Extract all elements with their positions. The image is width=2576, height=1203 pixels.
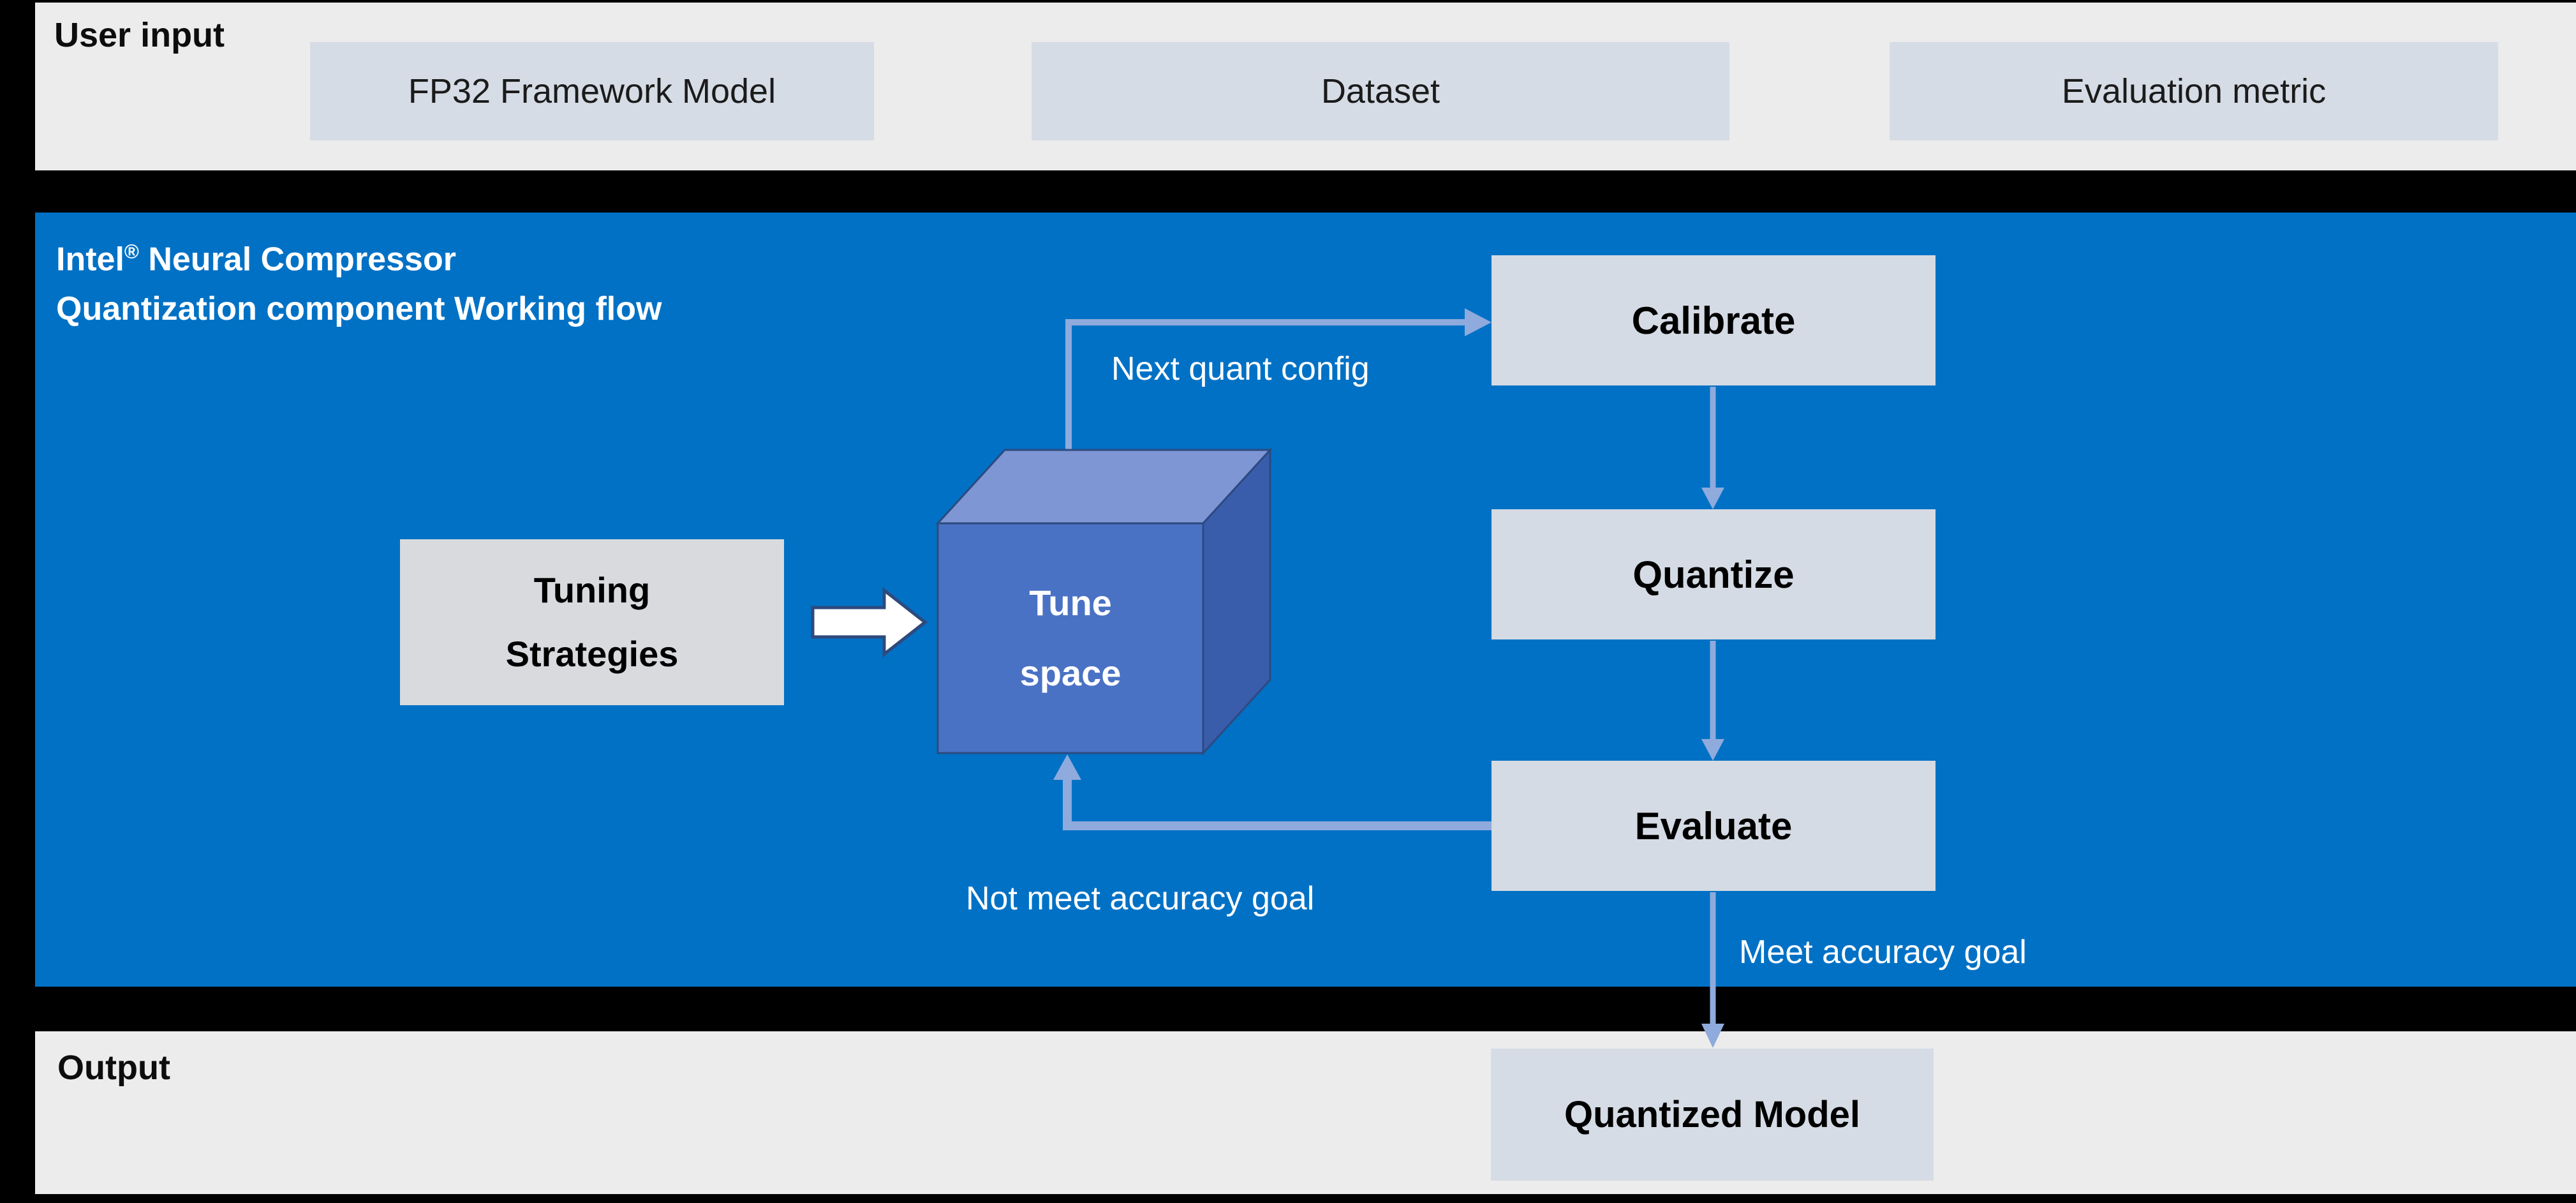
output-band-label: Output <box>57 1049 170 1087</box>
evaluation-metric-label: Evaluation metric <box>2061 72 2327 110</box>
tuning-strategies-label-line1: Tuning <box>533 570 651 610</box>
edge-label-meet-accuracy-goal: Meet accuracy goal <box>1739 934 2027 971</box>
evaluate-label: Evaluate <box>1634 804 1793 848</box>
edge-label-next-quant-config: Next quant config <box>1111 350 1370 387</box>
quantize-box: Quantize <box>1492 509 1936 639</box>
workflow-title: Intel® Neural Compressor Quantization co… <box>56 227 662 334</box>
dataset-label: Dataset <box>1321 72 1440 110</box>
tune-space-label-line1: Tune <box>1029 583 1112 623</box>
workflow-title-line2: Quantization component Working flow <box>56 290 662 328</box>
workflow-title-line1-rest: Neural Compressor <box>138 241 456 278</box>
fp32-framework-model-label: FP32 Framework Model <box>408 72 776 110</box>
workflow-title-brand: Intel <box>56 241 124 278</box>
quantize-label: Quantize <box>1632 553 1795 596</box>
output-band <box>35 1031 2576 1194</box>
user-input-band-label: User input <box>54 16 225 54</box>
tune-space-label-line2: space <box>1019 653 1121 693</box>
evaluation-metric-box: Evaluation metric <box>1890 42 2498 140</box>
tuning-strategies-box: Tuning Strategies <box>400 539 784 705</box>
edge-label-not-meet-accuracy-goal: Not meet accuracy goal <box>966 880 1315 917</box>
evaluate-box: Evaluate <box>1492 761 1936 891</box>
workflow-title-line1: Intel® Neural Compressor <box>56 227 662 284</box>
dataset-box: Dataset <box>1032 42 1729 140</box>
tune-space-label: Tune space <box>938 523 1203 753</box>
registered-trademark-icon: ® <box>124 241 139 263</box>
calibrate-box: Calibrate <box>1492 255 1936 385</box>
quantized-model-label: Quantized Model <box>1564 1094 1860 1135</box>
tuning-strategies-label-line2: Strategies <box>505 634 679 674</box>
quantized-model-box: Quantized Model <box>1491 1049 1934 1181</box>
fp32-framework-model-box: FP32 Framework Model <box>310 42 874 140</box>
calibrate-label: Calibrate <box>1631 299 1796 342</box>
